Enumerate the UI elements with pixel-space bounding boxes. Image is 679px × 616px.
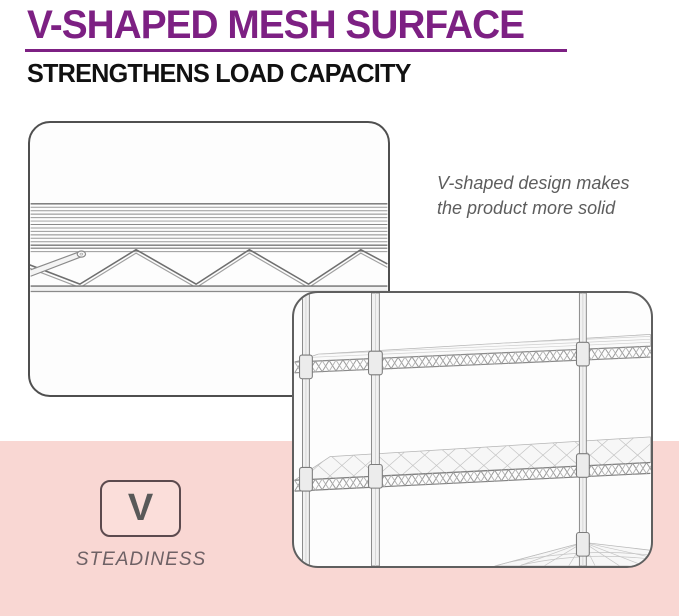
wire-rod: [30, 250, 87, 277]
upper-rail: [30, 247, 388, 253]
v-shaped-wire: [30, 248, 388, 289]
mesh-surface-band: [30, 203, 388, 246]
page-title: V-SHAPED MESH SURFACE: [27, 3, 525, 47]
caption-line-2: the product more solid: [437, 198, 616, 218]
v-letter-icon: V: [127, 486, 154, 529]
caption-text: V-shaped design makes the product more s…: [437, 171, 657, 221]
caption-line-1: V-shaped design makes: [437, 173, 630, 193]
shelf-poles: [301, 293, 587, 566]
pole-sleeves: [298, 341, 590, 557]
shelf-top: [294, 333, 651, 374]
shelf-unit-panel: [292, 291, 653, 568]
shelf-middle: [294, 436, 651, 492]
steadiness-label: STEADINESS: [75, 549, 207, 570]
page-subtitle: STRENGTHENS LOAD CAPACITY: [27, 58, 411, 88]
mesh-closeup-illustration: [30, 203, 388, 293]
steadiness-badge: V: [100, 480, 181, 537]
shelf-unit-illustration: [294, 293, 651, 566]
title-underline: [25, 49, 567, 52]
shelf-bottom-partial: [494, 541, 651, 566]
